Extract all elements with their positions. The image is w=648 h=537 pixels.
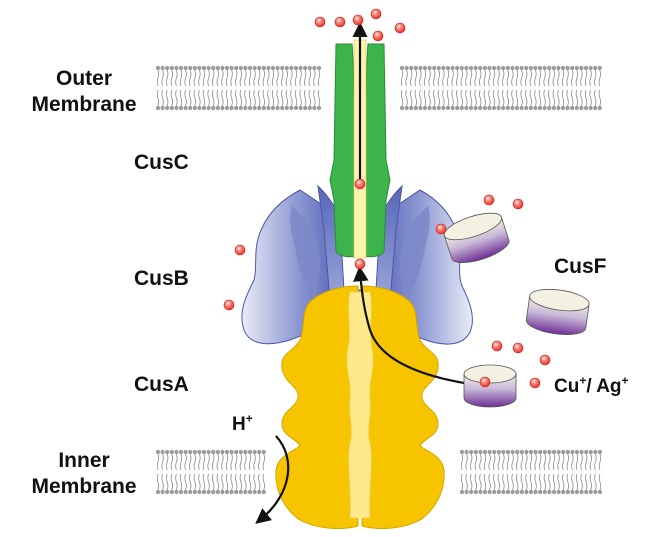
metal-ion: [512, 342, 524, 354]
inner-membrane-label: Inner Membrane: [14, 448, 154, 500]
cusb-label: CusB: [134, 267, 189, 290]
metal-ion: [370, 8, 382, 20]
ag-label-charge: +: [621, 373, 629, 388]
cusa-left-half: [275, 285, 359, 529]
metal-ion-label: Cu+/ Ag+: [554, 374, 629, 400]
cusa-label: CusA: [134, 373, 189, 396]
outer-membrane-label-line1: Outer: [55, 67, 112, 90]
metal-ion: [479, 376, 491, 388]
metal-ion: [529, 377, 541, 389]
cusf-label: CusF: [554, 255, 607, 278]
metal-ion: [354, 178, 366, 190]
cusa-right-half: [361, 285, 445, 529]
cusa-central-channel: [346, 291, 374, 519]
inner-membrane-label-line1: Inner: [58, 449, 110, 472]
cu-label-base: Cu: [554, 376, 580, 397]
cusf-cylinder-2: [525, 288, 590, 336]
metal-ion: [491, 340, 503, 352]
inner-membrane-left: [155, 449, 266, 495]
cusf-cylinder-3: [463, 364, 517, 408]
outer-membrane-label-line2: Membrane: [31, 93, 137, 116]
metal-ion: [354, 258, 366, 270]
outer-membrane-left: [155, 65, 322, 111]
outer-membrane-label: Outer Membrane: [14, 66, 154, 118]
metal-ion: [394, 22, 406, 34]
cusb-inner-left: [290, 206, 321, 300]
outer-membrane-right: [399, 65, 602, 111]
cusa-protein: [275, 285, 445, 529]
metal-ion: [223, 299, 235, 311]
cusf-cylinder-1: [443, 212, 510, 263]
cusc-label: CusC: [134, 151, 189, 174]
proton-label-base: H: [232, 414, 246, 435]
proton-arrow: [255, 435, 290, 524]
metal-ion: [372, 30, 384, 42]
metal-ion: [512, 198, 524, 210]
inner-membrane-right: [459, 449, 603, 495]
cusb-inner-right: [399, 206, 430, 300]
inner-membrane-label-line2: Membrane: [31, 475, 137, 498]
metal-ions: [223, 8, 551, 389]
metal-ion: [352, 14, 364, 26]
transport-arrow: [353, 265, 471, 386]
metal-ion: [234, 244, 246, 256]
metal-ion: [314, 16, 326, 28]
cu-label-charge: +: [579, 373, 587, 388]
proton-label: H+: [232, 412, 253, 438]
metal-ion: [483, 194, 495, 206]
metal-ion: [334, 16, 346, 28]
proton-label-charge: +: [245, 411, 253, 426]
ag-label-base: / Ag: [586, 376, 622, 397]
metal-ion: [435, 223, 447, 235]
metal-ion: [539, 354, 551, 366]
